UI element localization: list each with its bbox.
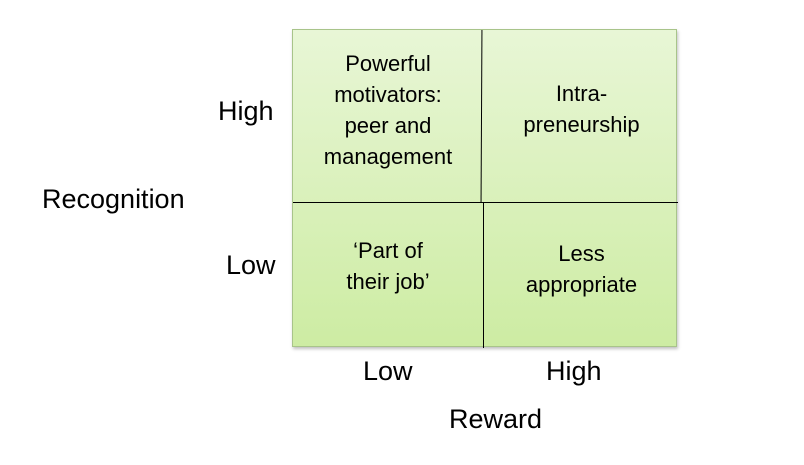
vertical-divider-bottom bbox=[483, 202, 484, 348]
y-axis-title: Recognition bbox=[42, 184, 185, 214]
quadrant-top-left: Powerful motivators: peer and management bbox=[293, 48, 483, 172]
quadrant-top-right: Intra- preneurship bbox=[485, 78, 678, 140]
x-axis-title: Reward bbox=[449, 404, 543, 434]
quadrant-top-right-text: Intra- preneurship bbox=[523, 81, 640, 137]
horizontal-divider bbox=[293, 202, 678, 203]
y-axis-low-label: Low bbox=[226, 250, 276, 280]
x-axis-low-label: Low bbox=[363, 356, 413, 386]
quadrant-matrix: Powerful motivators: peer and management… bbox=[292, 29, 678, 348]
quadrant-bottom-left-text: ‘Part of their job’ bbox=[346, 238, 430, 294]
x-axis-high-label: High bbox=[546, 356, 602, 386]
quadrant-bottom-left: ‘Part of their job’ bbox=[293, 235, 483, 297]
y-axis-high-label: High bbox=[218, 96, 274, 126]
quadrant-bottom-right: Less appropriate bbox=[485, 238, 678, 300]
quadrant-top-left-text: Powerful motivators: peer and management bbox=[323, 51, 453, 169]
quadrant-bottom-right-text: Less appropriate bbox=[525, 241, 638, 297]
